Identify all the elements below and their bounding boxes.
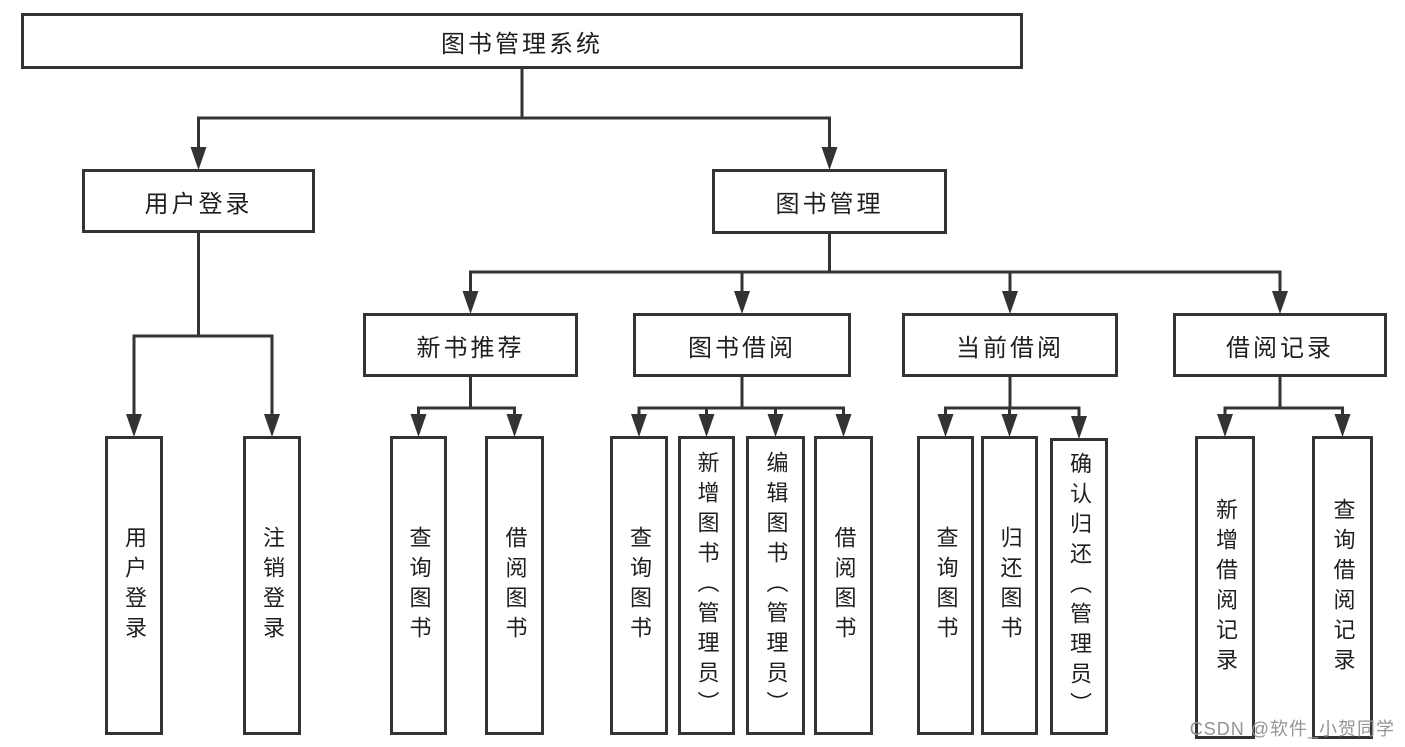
leaf-label: 查询图书	[406, 525, 432, 646]
leaf-label: 编辑图书（管理员）	[763, 450, 789, 721]
node-label: 图书管理	[775, 191, 884, 218]
leaf-label: 注销登录	[260, 525, 285, 646]
leaf-label: 查询图书	[933, 525, 959, 646]
leaf-label: 查询图书	[627, 525, 652, 646]
leaf-logout: 注销登录	[243, 436, 301, 735]
arrowhead-icons	[126, 147, 1351, 439]
leaf-label: 新增借阅记录	[1213, 497, 1238, 678]
csdn-watermark: CSDN @软件_小贺同学	[1189, 719, 1395, 739]
leaf-borrow-borrow-book: 借阅图书	[814, 436, 873, 735]
leaf-records-query-record: 查询借阅记录	[1312, 436, 1373, 739]
node-label: 新书推荐	[416, 334, 525, 362]
leaf-user-login: 用户登录	[105, 436, 163, 735]
leaf-borrow-add-book-admin: 新增图书（管理员）	[678, 436, 735, 735]
leaf-records-add-record: 新增借阅记录	[1195, 436, 1255, 739]
node-label: 图书管理系统	[441, 30, 603, 58]
node-label: 借阅记录	[1226, 334, 1334, 362]
leaf-current-confirm-return-admin: 确认归还（管理员）	[1050, 438, 1108, 735]
node-user-login: 用户登录	[82, 169, 315, 233]
node-book-management: 图书管理	[712, 169, 947, 234]
leaf-recommend-borrow-book: 借阅图书	[485, 436, 544, 735]
leaf-label: 归还图书	[997, 525, 1023, 646]
node-borrow-records: 借阅记录	[1173, 313, 1387, 377]
node-label: 当前借阅	[956, 334, 1064, 362]
node-new-book-recommend: 新书推荐	[363, 313, 578, 377]
leaf-label: 借阅图书	[502, 525, 528, 646]
node-library-management-system: 图书管理系统	[21, 13, 1023, 69]
leaf-label: 确认归还（管理员）	[1067, 451, 1092, 722]
node-book-borrow: 图书借阅	[633, 313, 851, 377]
leaf-recommend-query-book: 查询图书	[390, 436, 447, 735]
leaf-label: 查询借阅记录	[1330, 497, 1356, 678]
leaf-label: 用户登录	[122, 525, 147, 646]
leaf-label: 新增图书（管理员）	[694, 450, 720, 721]
node-label: 图书借阅	[688, 334, 796, 362]
node-label: 用户登录	[144, 190, 253, 218]
leaf-current-query-book: 查询图书	[917, 436, 974, 735]
leaf-borrow-query-book: 查询图书	[610, 436, 668, 735]
leaf-label: 借阅图书	[831, 525, 857, 646]
leaf-borrow-edit-book-admin: 编辑图书（管理员）	[746, 436, 805, 735]
node-current-borrow: 当前借阅	[902, 313, 1118, 377]
leaf-current-return-book: 归还图书	[981, 436, 1038, 735]
